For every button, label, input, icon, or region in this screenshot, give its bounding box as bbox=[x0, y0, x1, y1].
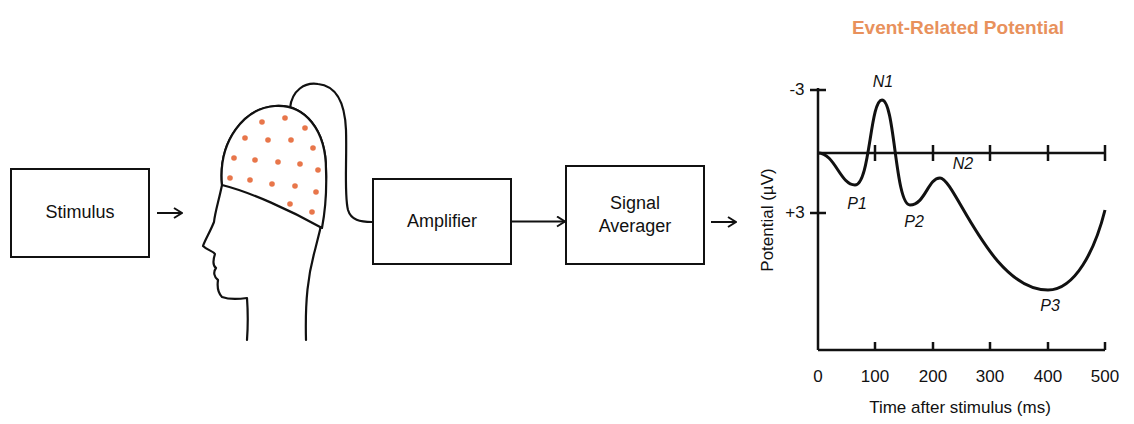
axis-tick: 200 bbox=[919, 368, 947, 387]
axis-tick: 300 bbox=[976, 368, 1004, 387]
peak-label: N2 bbox=[953, 155, 973, 173]
axis-title: Time after stimulus (ms) bbox=[869, 399, 1051, 418]
axis-tick: 500 bbox=[1091, 368, 1119, 387]
process-box: Stimulus bbox=[10, 168, 150, 258]
peak-label: N1 bbox=[873, 73, 893, 91]
head-illustration bbox=[203, 106, 326, 340]
flow-arrow bbox=[157, 212, 182, 214]
axis-title: Potential (µV) bbox=[759, 168, 778, 271]
box-label: Stimulus bbox=[45, 201, 114, 224]
peak-label: P3 bbox=[1040, 297, 1060, 315]
box-label: Signal Averager bbox=[585, 192, 685, 239]
axis-tick: 0 bbox=[813, 368, 822, 387]
axis-tick: 100 bbox=[861, 368, 889, 387]
flow-arrow bbox=[711, 221, 736, 223]
peak-label: P2 bbox=[904, 213, 924, 231]
box-label: Amplifier bbox=[407, 210, 477, 233]
process-box: Signal Averager bbox=[565, 165, 705, 265]
chart-axes bbox=[810, 88, 1105, 350]
peak-label: P1 bbox=[847, 195, 867, 213]
erp-waveform bbox=[818, 100, 1105, 290]
axis-tick: 400 bbox=[1034, 368, 1062, 387]
axis-tick: -3 bbox=[789, 81, 804, 100]
flow-arrow bbox=[512, 221, 565, 223]
chart-title: Event-Related Potential bbox=[852, 17, 1064, 39]
process-box: Amplifier bbox=[372, 178, 512, 265]
axis-tick: +3 bbox=[785, 204, 804, 223]
electrode-wire bbox=[290, 84, 372, 222]
